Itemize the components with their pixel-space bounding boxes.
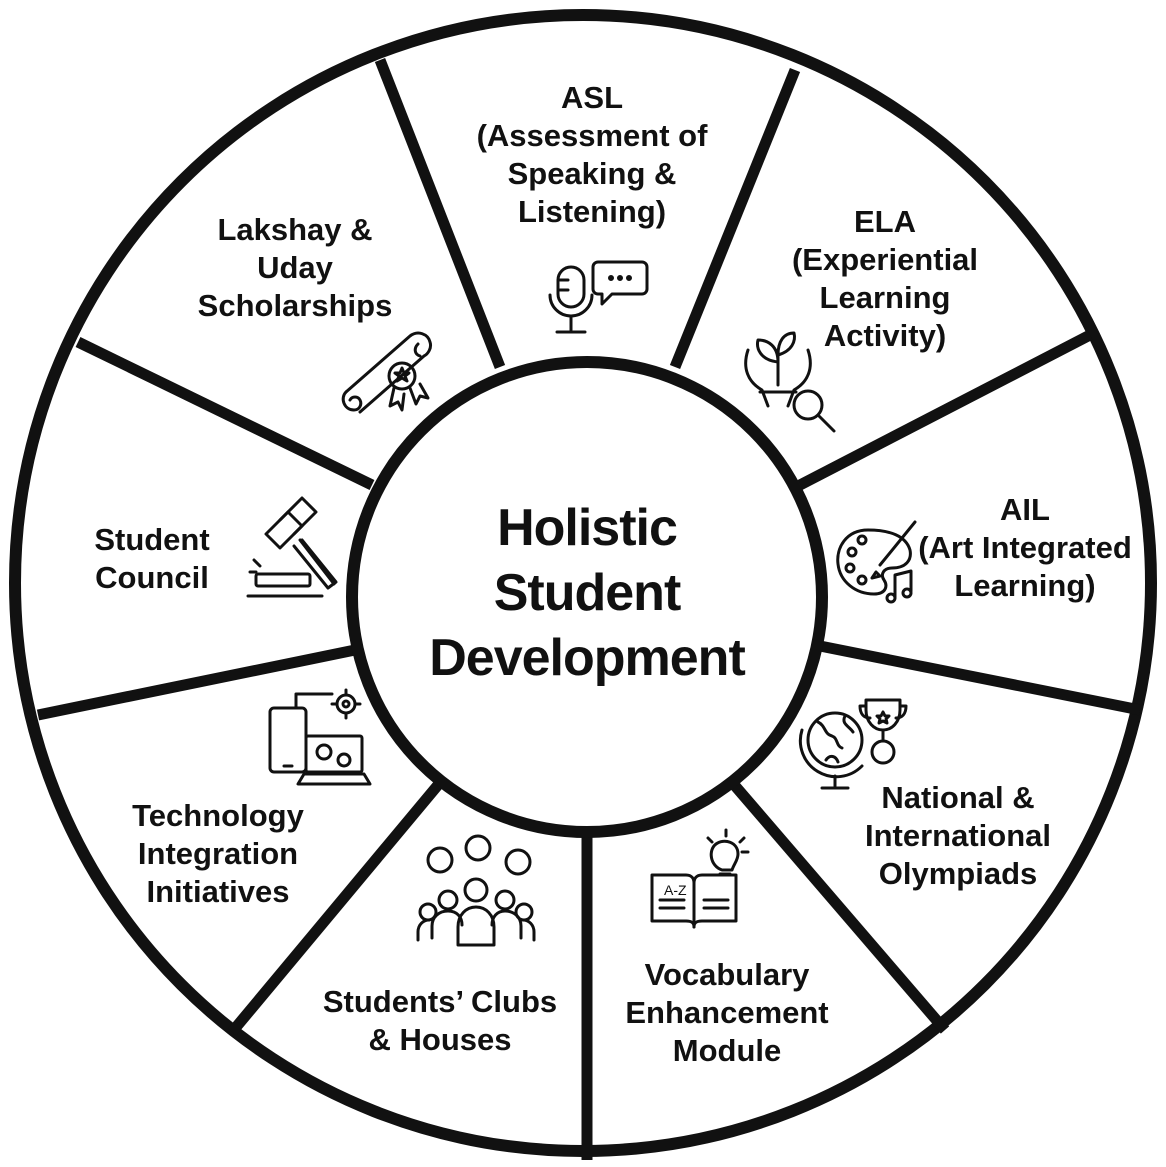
spoke-2 — [669, 67, 801, 370]
olympiads-line-2: International — [865, 818, 1051, 853]
asl-line-4: Listening) — [518, 194, 666, 229]
segment-technology: Technology Integration Initiatives — [132, 688, 372, 909]
student-group-icon — [416, 834, 536, 947]
scholarships-line-1: Lakshay & — [217, 212, 372, 247]
spokes — [36, 57, 1142, 1160]
segment-asl: ASL (Assessment of Speaking & Listening) — [477, 80, 709, 334]
clubs-line-1: Students’ Clubs — [323, 984, 557, 1019]
microphone-chat-icon — [548, 260, 649, 334]
spoke-8 — [36, 644, 357, 721]
olympiads-line-3: Olympiads — [879, 856, 1038, 891]
vocabulary-line-3: Module — [673, 1033, 782, 1068]
globe-trophy-medal-icon — [798, 698, 908, 790]
ail-line-1: AIL — [1000, 492, 1050, 527]
segment-council: Student Council — [94, 496, 338, 598]
ela-line-3: Learning — [820, 280, 951, 315]
gavel-icon — [246, 496, 338, 598]
book-lightbulb-icon: A-Z — [650, 828, 750, 929]
asl-line-1: ASL — [561, 80, 623, 115]
vocabulary-line-2: Enhancement — [625, 995, 828, 1030]
asl-line-3: Speaking & — [508, 156, 677, 191]
spoke-1 — [374, 57, 506, 370]
spoke-7 — [227, 781, 443, 1036]
spoke-5 — [725, 776, 950, 1034]
segment-ela: ELA (Experiential Learning Activity) — [744, 204, 978, 433]
vocabulary-line-1: Vocabulary — [645, 957, 811, 992]
plant-hands-magnifier-icon — [744, 331, 836, 433]
ail-line-2: (Art Integrated — [918, 530, 1132, 565]
ail-line-3: Learning) — [954, 568, 1095, 603]
palette-music-icon — [836, 520, 917, 604]
scroll-certificate-icon — [341, 331, 432, 414]
spoke-9 — [75, 337, 375, 490]
devices-gears-icon — [268, 688, 372, 786]
scholarships-line-2: Uday — [257, 250, 334, 285]
center-line-3: Development — [429, 629, 745, 687]
segment-ail: AIL (Art Integrated Learning) — [836, 492, 1132, 604]
ela-line-1: ELA — [854, 204, 916, 239]
center-ring — [346, 356, 828, 838]
ela-line-4: Activity) — [824, 318, 946, 353]
olympiads-line-1: National & — [881, 780, 1034, 815]
center-line-2: Student — [494, 564, 681, 622]
spoke-3 — [797, 330, 1093, 490]
council-line-2: Council — [95, 560, 209, 595]
technology-line-2: Integration — [138, 836, 298, 871]
clubs-line-2: & Houses — [369, 1022, 512, 1057]
svg-text:A-Z: A-Z — [664, 882, 687, 898]
scholarships-line-3: Scholarships — [198, 288, 393, 323]
segment-clubs: Students’ Clubs & Houses — [323, 834, 557, 1057]
technology-line-1: Technology — [132, 798, 304, 833]
council-line-1: Student — [94, 522, 209, 557]
spoke-4 — [813, 639, 1142, 716]
segment-olympiads: National & International Olympiads — [798, 698, 1051, 891]
center-title: Holistic Student Development — [429, 499, 746, 687]
ela-line-2: (Experiential — [792, 242, 978, 277]
segment-scholarships: Lakshay & Uday Scholarships — [198, 212, 432, 414]
segment-vocabulary: Vocabulary Enhancement Module A-Z — [625, 828, 829, 1068]
technology-line-3: Initiatives — [147, 874, 290, 909]
center-line-1: Holistic — [497, 499, 677, 557]
asl-line-2: (Assessment of — [477, 118, 709, 153]
